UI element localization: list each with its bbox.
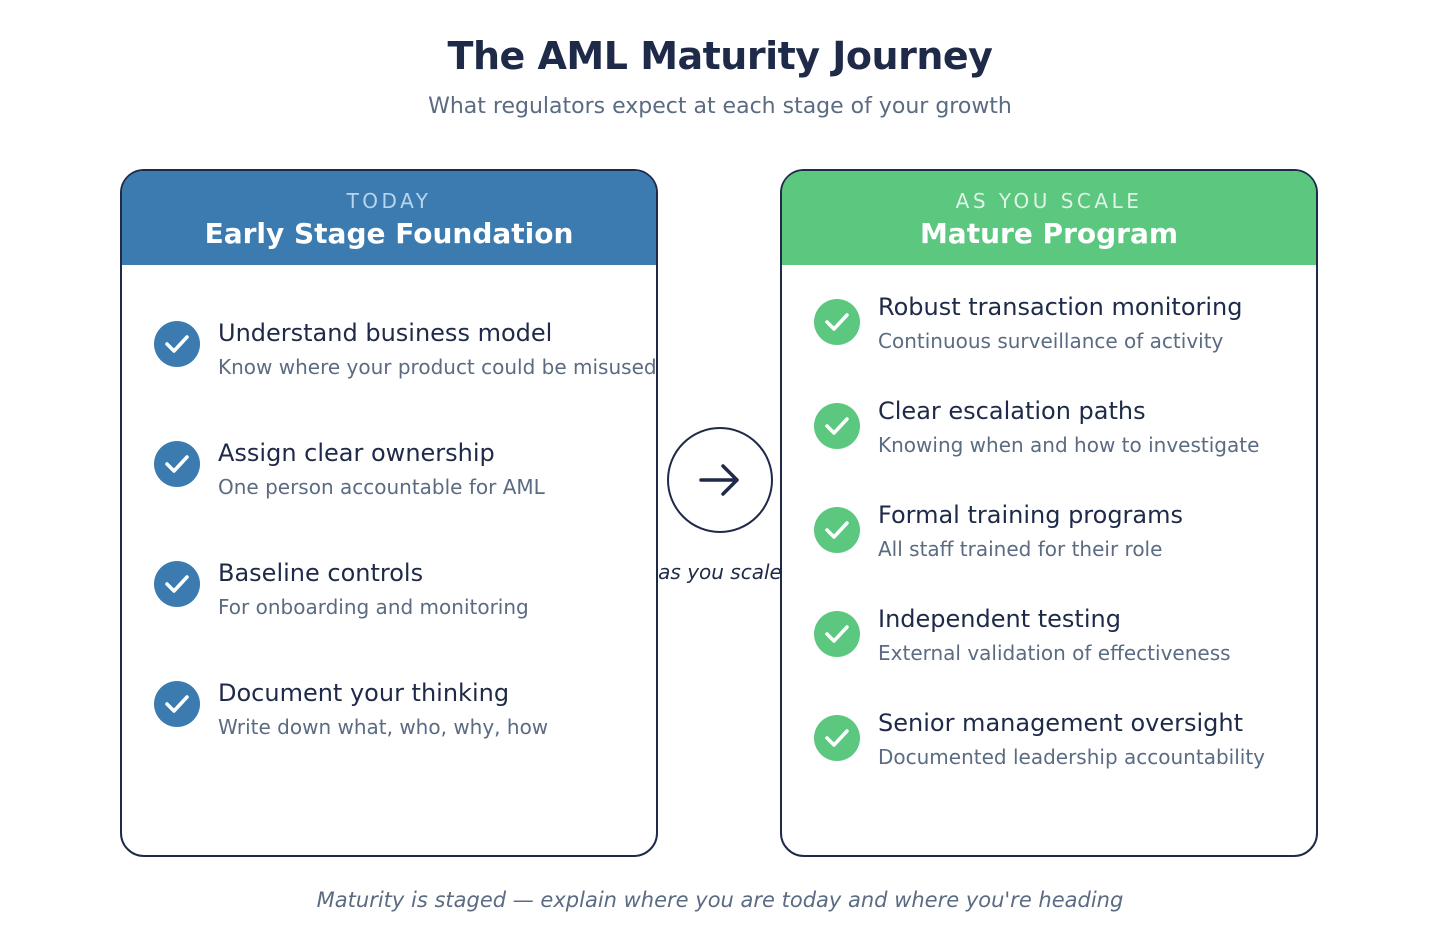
mature-program-title: Mature Program <box>919 217 1179 250</box>
item-description: External validation of effectiveness <box>878 641 1231 665</box>
check-circle-icon <box>814 611 860 657</box>
check-circle-icon <box>814 403 860 449</box>
item-description: Know where your product could be misused <box>218 355 657 379</box>
early-stage-title: Early Stage Foundation <box>204 217 574 250</box>
item-title: Document your thinking <box>218 679 510 707</box>
early-stage-card: TODAY Early Stage Foundation Understand … <box>120 169 658 857</box>
item-description: One person accountable for AML <box>218 475 545 499</box>
item-description: Continuous surveillance of activity <box>878 329 1224 353</box>
item-title: Baseline controls <box>218 559 424 587</box>
early-stage-header: TODAY Early Stage Foundation <box>122 171 656 265</box>
item-title: Understand business model <box>218 319 553 347</box>
item-title: Assign clear ownership <box>218 439 495 467</box>
item-description: Write down what, who, why, how <box>218 715 549 739</box>
item-description: For onboarding and monitoring <box>218 595 529 619</box>
check-circle-icon <box>154 441 200 487</box>
mature-program-header: AS YOU SCALE Mature Program <box>782 171 1316 265</box>
check-circle-icon <box>814 299 860 345</box>
page-title: The AML Maturity Journey <box>447 34 993 78</box>
check-circle-icon <box>154 561 200 607</box>
item-title: Senior management oversight <box>878 709 1244 737</box>
check-circle-icon <box>154 681 200 727</box>
item-description: Documented leadership accountability <box>878 745 1265 769</box>
arrow-caption: as you scale <box>658 560 782 584</box>
early-stage-eyebrow: TODAY <box>346 189 432 213</box>
item-description: Knowing when and how to investigate <box>878 433 1260 457</box>
mature-program-card: AS YOU SCALE Mature Program Robust trans… <box>780 169 1318 857</box>
check-circle-icon <box>814 507 860 553</box>
page-subtitle: What regulators expect at each stage of … <box>428 94 1012 119</box>
item-title: Independent testing <box>878 605 1121 633</box>
item-title: Formal training programs <box>878 501 1184 529</box>
item-title: Robust transaction monitoring <box>878 293 1243 321</box>
item-description: All staff trained for their role <box>878 537 1163 561</box>
item-title: Clear escalation paths <box>878 397 1146 425</box>
mature-program-eyebrow: AS YOU SCALE <box>955 189 1143 213</box>
arrow-right-icon <box>667 427 773 533</box>
check-circle-icon <box>814 715 860 761</box>
footer-note: Maturity is staged — explain where you a… <box>316 888 1124 912</box>
check-circle-icon <box>154 321 200 367</box>
